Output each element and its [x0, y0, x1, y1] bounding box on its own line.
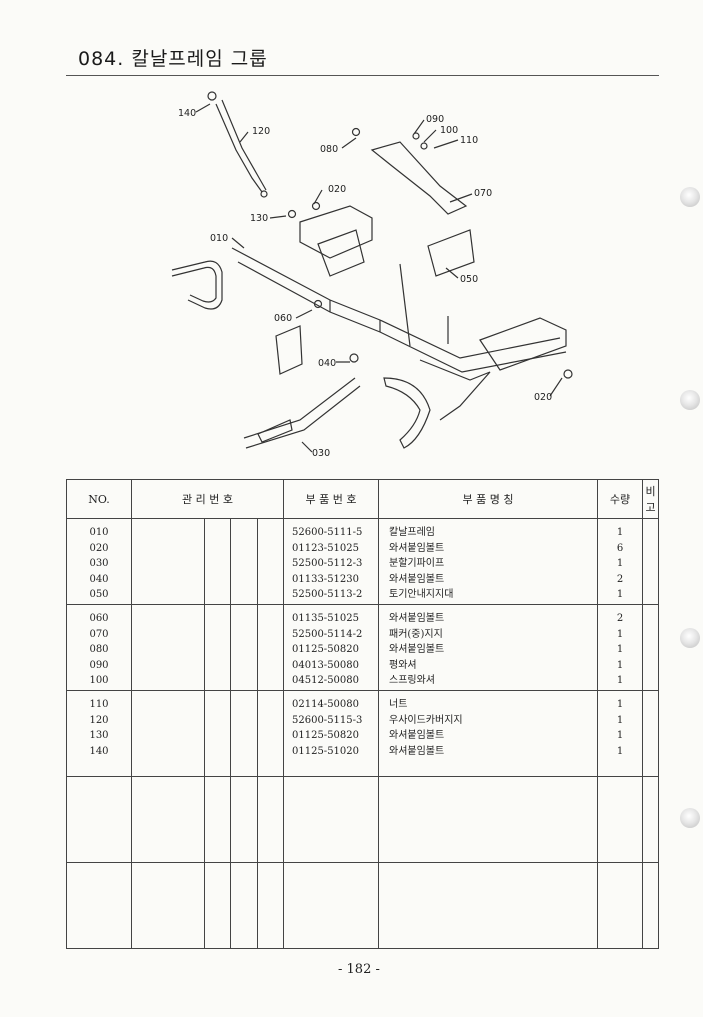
header-remarks: 비 고 [642, 479, 659, 519]
table-row-empty [66, 862, 659, 949]
callout-label: 010 [210, 233, 228, 244]
page-number: - 182 - [338, 962, 380, 977]
callout-label: 070 [474, 188, 492, 199]
callout-label: 140 [178, 108, 196, 119]
callout-label: 020 [534, 392, 552, 403]
header-no: NO. [66, 479, 132, 519]
parts-table: NO. 관 리 번 호 부 품 번 호 부 품 명 칭 수량 비 고 010 0… [66, 479, 659, 949]
callout-label: 120 [252, 126, 270, 137]
binder-hole [680, 808, 700, 828]
binder-hole [680, 187, 700, 207]
table-row-group: 010 020 030 040 050 52600-5111-5 01123-5… [66, 518, 659, 605]
table-row-group: 060 070 080 090 100 01135-51025 52500-51… [66, 604, 659, 691]
table-row-empty [66, 776, 659, 863]
header-name: 부 품 명 칭 [378, 479, 598, 519]
callout-label: 100 [440, 125, 458, 136]
table-header-row: NO. 관 리 번 호 부 품 번 호 부 품 명 칭 수량 비 고 [66, 479, 659, 519]
callout-label: 090 [426, 114, 444, 125]
callout-label: 110 [460, 135, 478, 146]
callout-label: 020 [328, 184, 346, 195]
exploded-parts-diagram: 140 120 080 090 100 110 070 020 130 010 … [171, 91, 573, 459]
callout-label: 050 [460, 274, 478, 285]
title-rule [66, 75, 659, 76]
binder-hole [680, 390, 700, 410]
callout-label: 060 [274, 313, 292, 324]
callout-label: 040 [318, 358, 336, 369]
callout-label: 130 [250, 213, 268, 224]
callout-label: 080 [320, 144, 338, 155]
header-qty: 수량 [597, 479, 643, 519]
table-row-group: 110 120 130 140 02114-50080 52600-5115-3… [66, 690, 659, 777]
header-part-no: 부 품 번 호 [283, 479, 379, 519]
header-mgmt: 관 리 번 호 [131, 479, 284, 519]
binder-hole [680, 628, 700, 648]
callout-label: 030 [312, 448, 330, 459]
page-title: 084. 칼날프레임 그룹 [78, 48, 268, 70]
